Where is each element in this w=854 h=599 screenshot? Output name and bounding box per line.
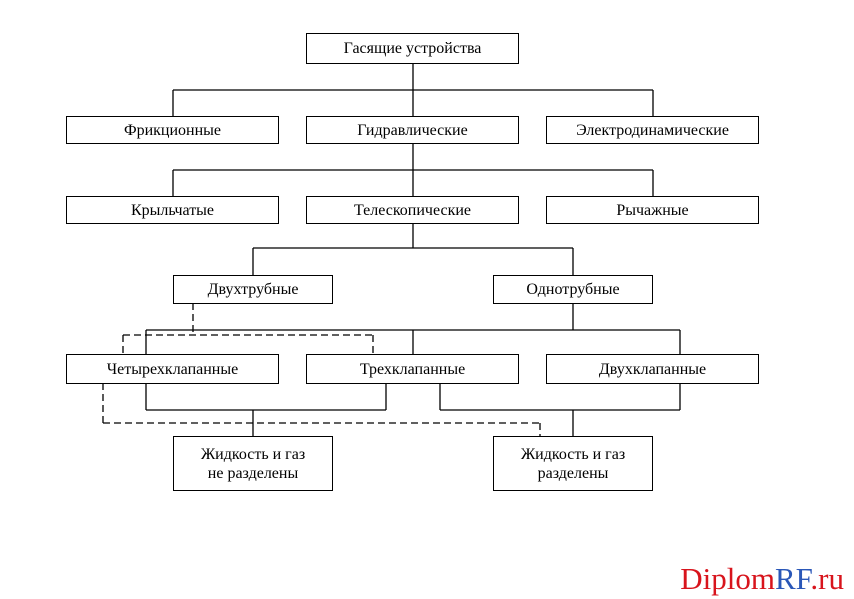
- node-two-valve-label: Двухклапанные: [598, 360, 707, 378]
- node-vane: Крыльчатые: [66, 196, 279, 224]
- connector-telescopic: [252, 223, 574, 276]
- dashed-connector-lower: [102, 383, 541, 437]
- node-lever-label: Рычажные: [616, 201, 689, 219]
- node-three-valve-label: Трехклапанные: [359, 360, 466, 378]
- node-lever: Рычажные: [546, 196, 759, 224]
- node-electrodynamic-label: Электродинамические: [576, 121, 729, 139]
- node-root-label: Гасящие устройства: [343, 40, 482, 57]
- node-four-valve: Четырехклапанные: [66, 354, 279, 384]
- connector-not-separated: [145, 383, 387, 437]
- node-separated-line2: разделены: [537, 464, 609, 482]
- connector-root: [172, 63, 654, 117]
- watermark-part-ru: .ru: [810, 561, 844, 596]
- connector-monotube: [145, 303, 681, 355]
- node-electrodynamic: Электродинамические: [546, 116, 759, 144]
- node-four-valve-label: Четырехклапанные: [106, 360, 239, 378]
- watermark-part-rf: RF: [774, 561, 811, 596]
- node-twin-tube: Двухтрубные: [173, 275, 333, 304]
- dashed-connector-upper: [122, 303, 374, 355]
- node-three-valve: Трехклапанные: [306, 354, 519, 384]
- node-friction-label: Фрикционные: [123, 121, 222, 139]
- node-separated-line1: Жидкость и газ: [520, 445, 626, 463]
- node-telescopic-label: Телескопические: [353, 201, 472, 219]
- node-root: Гасящие устройства: [306, 33, 519, 64]
- node-twin-tube-label: Двухтрубные: [207, 281, 299, 298]
- node-mono-tube-label: Однотрубные: [526, 281, 620, 298]
- node-hydraulic-label: Гидравлические: [357, 121, 468, 139]
- node-not-separated-line1: Жидкость и газ: [200, 445, 306, 463]
- node-hydraulic: Гидравлические: [306, 116, 519, 144]
- node-not-separated: Жидкость и газ не разделены: [173, 436, 333, 491]
- watermark-part-diplom: Diplom: [680, 561, 775, 596]
- node-vane-label: Крыльчатые: [130, 201, 215, 219]
- watermark-logo: DiplomRF.ru: [680, 561, 844, 597]
- node-separated: Жидкость и газ разделены: [493, 436, 653, 491]
- connector-hydraulic: [172, 143, 654, 197]
- connector-separated: [439, 383, 681, 437]
- node-friction: Фрикционные: [66, 116, 279, 144]
- node-mono-tube: Однотрубные: [493, 275, 653, 304]
- node-telescopic: Телескопические: [306, 196, 519, 224]
- node-not-separated-line2: не разделены: [207, 464, 299, 482]
- node-two-valve: Двухклапанные: [546, 354, 759, 384]
